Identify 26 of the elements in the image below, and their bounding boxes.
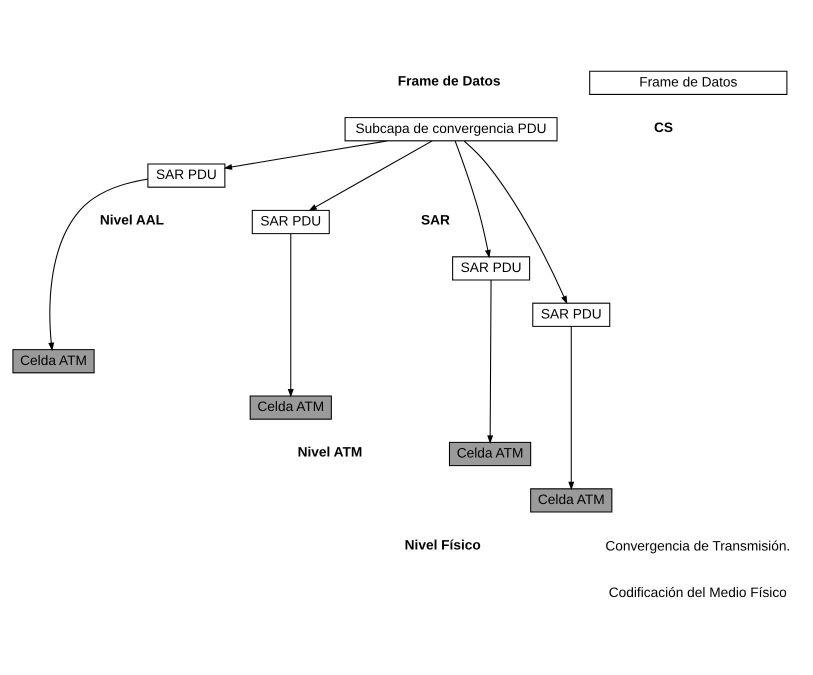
label: Nivel Físico — [404, 536, 481, 552]
label: Nivel ATM — [298, 444, 362, 460]
arrow — [224, 140, 388, 170]
label: Convergencia de Transmisión. — [605, 538, 790, 553]
node-box: Celda ATM — [448, 441, 532, 466]
label: Nivel AAL — [100, 212, 164, 228]
label: SAR — [421, 212, 450, 228]
arrow — [308, 140, 433, 210]
node-box: Celda ATM — [530, 488, 612, 512]
node-box: SAR PDU — [532, 302, 610, 326]
node-box: SAR PDU — [452, 256, 530, 280]
arrow — [48, 178, 148, 351]
node-box: Subcapa de convergencia PDU — [344, 116, 558, 141]
node-box: Celda ATM — [250, 394, 332, 420]
label: Codificación del Medio Físico — [608, 584, 787, 600]
node-box: SAR PDU — [147, 162, 226, 188]
node-box: Frame de Datos — [589, 70, 788, 94]
arrow — [454, 140, 491, 258]
arrow — [487, 280, 494, 444]
arrow — [288, 233, 294, 397]
node-box: SAR PDU — [252, 209, 330, 234]
label: Frame de Datos — [398, 72, 501, 88]
node-box: Celda ATM — [12, 348, 95, 373]
arrow — [464, 140, 568, 304]
label: CS — [654, 119, 674, 134]
arrow — [568, 326, 574, 490]
